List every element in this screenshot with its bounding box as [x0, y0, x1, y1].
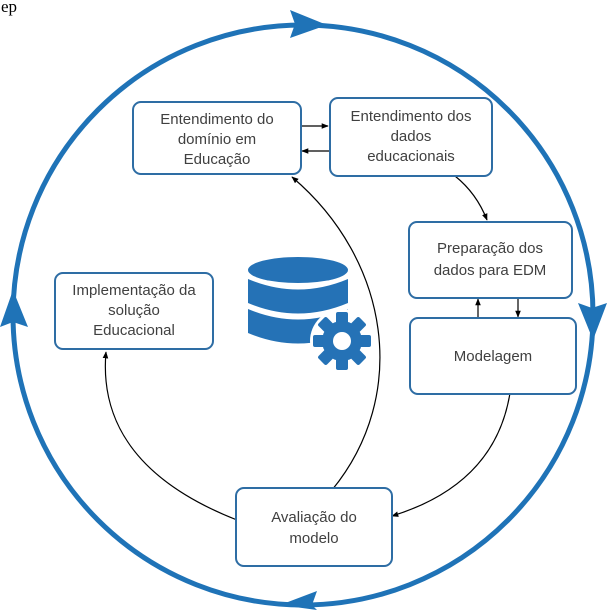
cropped-top-text: ep [1, 0, 17, 16]
node-avaliacao-box [235, 487, 393, 567]
node-dados-line-2: dados [391, 128, 432, 145]
node-dominio-line-3: Educação [184, 151, 251, 168]
connectors [102, 123, 521, 521]
cycle-arrow-bottom [280, 591, 317, 610]
arrow-dados-to-preparacao [454, 175, 488, 221]
database-gear-icon [248, 257, 374, 373]
node-dados-line-3: educacionais [367, 148, 455, 165]
arrow-modelagem-to-avaliacao [391, 392, 511, 517]
cycle-arrow-right [578, 303, 607, 340]
node-dados: Entendimento dos dados educacionais [329, 97, 493, 177]
node-dominio: Entendimento do domínio em Educação [132, 101, 302, 175]
node-implementacao: Implementação da solução Educacional [54, 272, 214, 350]
node-modelagem-box [409, 317, 577, 395]
node-preparacao-box [408, 221, 573, 299]
node-avaliacao-line-2: modelo [289, 530, 338, 547]
node-preparacao: Preparação dos dados para EDM [408, 221, 573, 299]
node-modelagem-line-1: Modelagem [454, 348, 532, 365]
node-implementacao-line-1: Implementação da [72, 282, 196, 299]
node-preparacao-line-2: dados para EDM [434, 262, 547, 279]
node-dominio-line-1: Entendimento do [160, 111, 273, 128]
node-implementacao-box [54, 272, 214, 350]
node-implementacao-line-3: Educacional [93, 322, 175, 339]
node-avaliacao-line-1: Avaliação do [271, 509, 357, 526]
node-dominio-box [132, 101, 302, 175]
gear-icon [310, 309, 374, 373]
cycle-arrow-top [290, 10, 327, 38]
node-implementacao-line-2: solução [108, 302, 160, 319]
arrow-avaliacao-to-dominio [291, 176, 381, 491]
node-dados-line-1: Entendimento dos [351, 108, 472, 125]
node-preparacao-line-1: Preparação dos [437, 240, 543, 257]
arrow-avaliacao-to-implementacao [102, 351, 238, 521]
node-modelagem: Modelagem [409, 317, 577, 395]
cycle-arrowheads [0, 10, 607, 610]
node-avaliacao: Avaliação do modelo [235, 487, 393, 567]
node-dominio-line-2: domínio em [178, 131, 256, 148]
cycle-arrow-left [0, 290, 28, 327]
node-dados-box [329, 97, 493, 177]
